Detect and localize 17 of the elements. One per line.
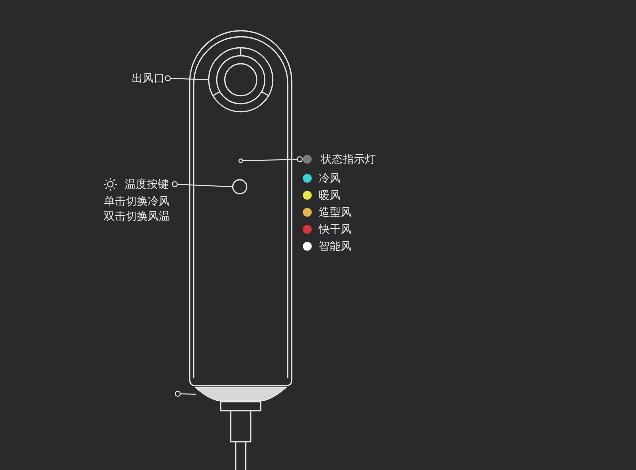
air-outlet-drawing [208, 47, 274, 113]
legend-label: 暖风 [319, 188, 341, 203]
indicator-light [238, 158, 244, 164]
leader-line [175, 391, 196, 397]
legend-label: 智能风 [319, 239, 352, 254]
legend-label: 造型风 [319, 205, 352, 220]
callout-label: 出风口 [132, 71, 165, 86]
legend-label: 快干风 [319, 222, 352, 237]
leader-line [172, 182, 234, 188]
leader-line [242, 156, 303, 162]
air-intake-mesh [196, 388, 286, 402]
callout-label: 温度按键 [125, 177, 169, 192]
legend-label: 冷风 [319, 171, 341, 186]
temperature-button [232, 179, 248, 195]
callout-description: 单击切换冷风双击切换风温 [104, 194, 171, 224]
leader-line [165, 76, 210, 82]
callout-label: 状态指示灯 [321, 152, 376, 167]
